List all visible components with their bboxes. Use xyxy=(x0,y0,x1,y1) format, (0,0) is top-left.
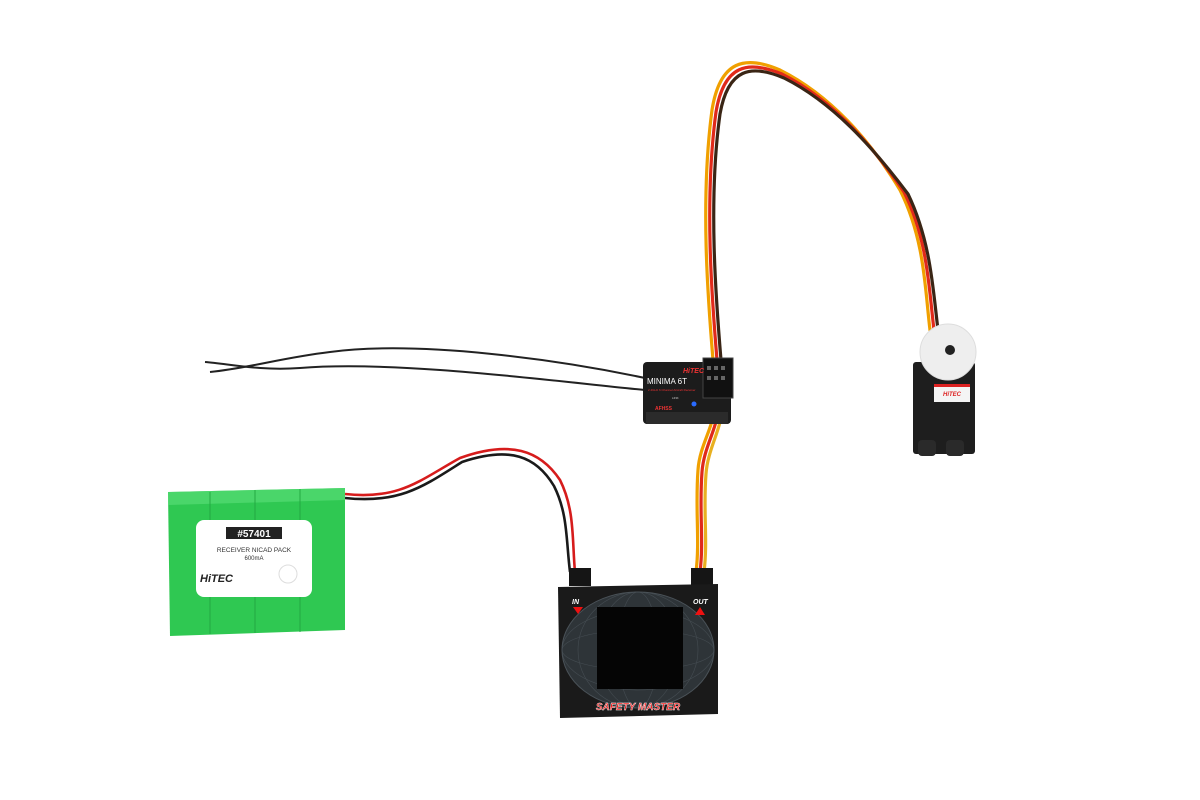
receiver: HiTEC MINIMA 6T 2.4GHz 6 Channel Aircraf… xyxy=(643,357,734,424)
battery-pack: #57401 RECEIVER NICAD PACK 600mA HiTEC xyxy=(168,488,345,636)
out-label: OUT xyxy=(693,599,709,606)
receiver-protocol: AFHSS xyxy=(655,406,673,412)
battery-brand-logo: HiTEC xyxy=(200,573,234,585)
receiver-subtitle: 2.4GHz 6 Channel Aircraft Receiver xyxy=(648,388,696,392)
receiver-antennas xyxy=(204,347,646,391)
receiver-led xyxy=(691,401,697,407)
receiver-brand: HiTEC xyxy=(683,368,705,375)
receiver-model: MINIMA 6T xyxy=(647,377,687,386)
receiver-led-label: LINK xyxy=(672,396,679,400)
safety-master-logo: SAFETY MASTER xyxy=(596,702,681,713)
servo-lead xyxy=(704,61,940,362)
battery-capacity: 600mA xyxy=(244,556,263,562)
in-label: IN xyxy=(572,599,580,606)
battery-description: RECEIVER NICAD PACK xyxy=(217,547,292,554)
safety-master-device: IN OUT SAFETY MASTER xyxy=(558,568,718,718)
servo: HiTEC xyxy=(913,323,977,456)
battery-part-number: #57401 xyxy=(237,529,271,540)
receiver-to-safety-lead xyxy=(694,397,724,573)
battery-lead xyxy=(344,447,577,573)
servo-brand: HiTEC xyxy=(943,392,962,398)
